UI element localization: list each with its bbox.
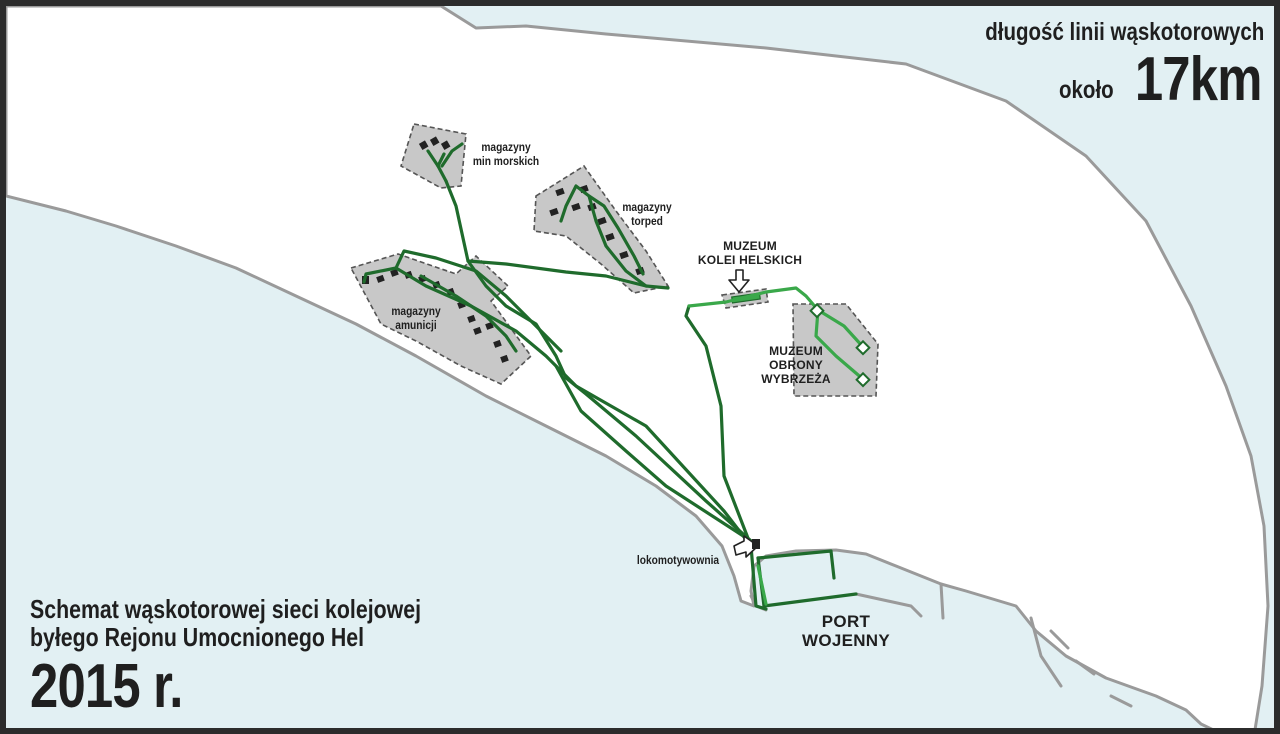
- title-line1: Schemat wąskotorowej sieci kolejowej: [30, 594, 422, 624]
- label-depot: lokomotywownia: [636, 553, 720, 567]
- museum-markers: [809, 302, 871, 388]
- storage-buildings: [362, 136, 761, 363]
- label-rail-museum-line2: KOLEI HELSKICH: [697, 253, 803, 267]
- title-line2: byłego Rejonu Umocnionego Hel: [30, 622, 365, 652]
- length-label: długość linii wąskotorowych: [984, 18, 1264, 46]
- rail-lines-active: [687, 286, 866, 606]
- label-port-line2: WOJENNY: [801, 631, 891, 650]
- title-year: 2015 r.: [30, 652, 183, 721]
- label-ammo-line1: magazyny: [391, 304, 441, 318]
- label-torpedo-line1: magazyny: [622, 200, 672, 214]
- depot-marker: [752, 539, 760, 549]
- label-mines: magazyny min morskich: [468, 140, 545, 168]
- harbor-structures: [749, 582, 1133, 708]
- label-coast-museum-line1: MUZEUM: [769, 344, 823, 358]
- rail-lines-historic: [362, 142, 858, 611]
- rail-museum-arrow-icon: [728, 269, 750, 293]
- label-coast-museum-line2: OBRONY: [769, 358, 823, 372]
- label-rail-museum-line1: MUZEUM: [723, 239, 777, 253]
- label-coast-museum: MUZEUM OBRONY WYBRZEŻA: [756, 344, 836, 386]
- label-torpedo: magazyny torped: [615, 200, 680, 228]
- label-coast-museum-line3: WYBRZEŻA: [761, 372, 831, 386]
- label-port: PORT WOJENNY: [796, 612, 896, 650]
- label-torpedo-line2: torped: [631, 214, 663, 228]
- label-mines-line1: magazyny: [481, 140, 531, 154]
- label-rail-museum: MUZEUM KOLEI HELSKICH: [694, 239, 806, 267]
- label-ammo-line2: amunicji: [395, 318, 437, 332]
- label-mines-line2: min morskich: [472, 154, 540, 168]
- peninsula-land: [6, 6, 1270, 728]
- label-ammo: magazyny amunicji: [382, 304, 450, 332]
- label-port-line1: PORT: [821, 612, 871, 631]
- length-value: 17km: [1135, 45, 1263, 114]
- length-prefix: około: [1059, 76, 1114, 104]
- depot-arrow-icon: [733, 535, 759, 558]
- zone-mines: [400, 123, 467, 189]
- map-canvas: [6, 6, 1270, 728]
